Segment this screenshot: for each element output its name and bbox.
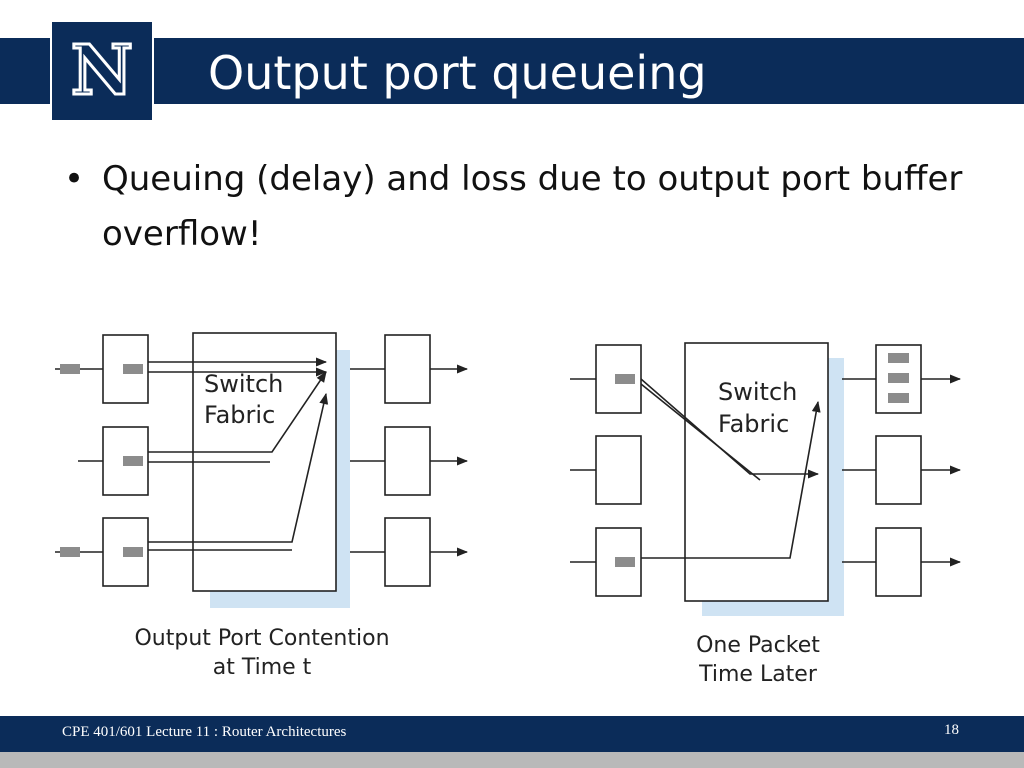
page-number: 18 <box>944 722 959 738</box>
left-output-port-1 <box>384 334 431 404</box>
left-packet-q-3 <box>123 547 143 557</box>
right-output-port-3 <box>875 527 922 597</box>
left-packet-in-1 <box>60 364 80 374</box>
bullet-dot-icon: • <box>64 159 85 199</box>
bullet-item: Queuing (delay) and loss due to output p… <box>102 159 963 254</box>
output-port-diagram: Switch Fabric Output Port Contention at … <box>55 332 962 687</box>
right-fabric-label-1: Switch <box>718 378 797 406</box>
right-caption-2: Time Later <box>698 662 818 687</box>
left-packet-q-2 <box>123 456 143 466</box>
left-caption-1: Output Port Contention <box>134 626 389 651</box>
right-output-port-2 <box>875 435 922 505</box>
footer-text: CPE 401/601 Lecture 11 : Router Architec… <box>62 724 347 740</box>
logo-letter: N <box>71 31 133 111</box>
bullet-list: • Queuing (delay) and loss due to output… <box>64 152 964 262</box>
university-logo: N <box>50 20 154 122</box>
left-fabric-label-2: Fabric <box>204 401 275 429</box>
left-fabric-label-1: Switch <box>204 370 283 398</box>
right-output-packet-3 <box>888 393 909 403</box>
right-fabric-label-2: Fabric <box>718 410 789 438</box>
left-output-port-2 <box>384 426 431 496</box>
left-packet-in-3 <box>60 547 80 557</box>
n-logo-icon: N <box>69 30 134 113</box>
right-packet-q-3 <box>615 557 635 567</box>
right-output-packet-1 <box>888 353 909 363</box>
right-packet-q-1 <box>615 374 635 384</box>
left-output-port-3 <box>384 517 431 587</box>
title-bar <box>0 38 1024 104</box>
left-caption-2: at Time t <box>213 655 312 680</box>
right-caption-1: One Packet <box>696 633 820 658</box>
left-packet-q-1 <box>123 364 143 374</box>
slide-title: Output port queueing <box>208 46 707 100</box>
right-input-port-2 <box>595 435 642 505</box>
footer-bar <box>0 716 1024 752</box>
right-diagram <box>570 342 962 616</box>
footer-strip <box>0 752 1024 768</box>
left-diagram <box>55 332 469 608</box>
right-output-packet-2 <box>888 373 909 383</box>
